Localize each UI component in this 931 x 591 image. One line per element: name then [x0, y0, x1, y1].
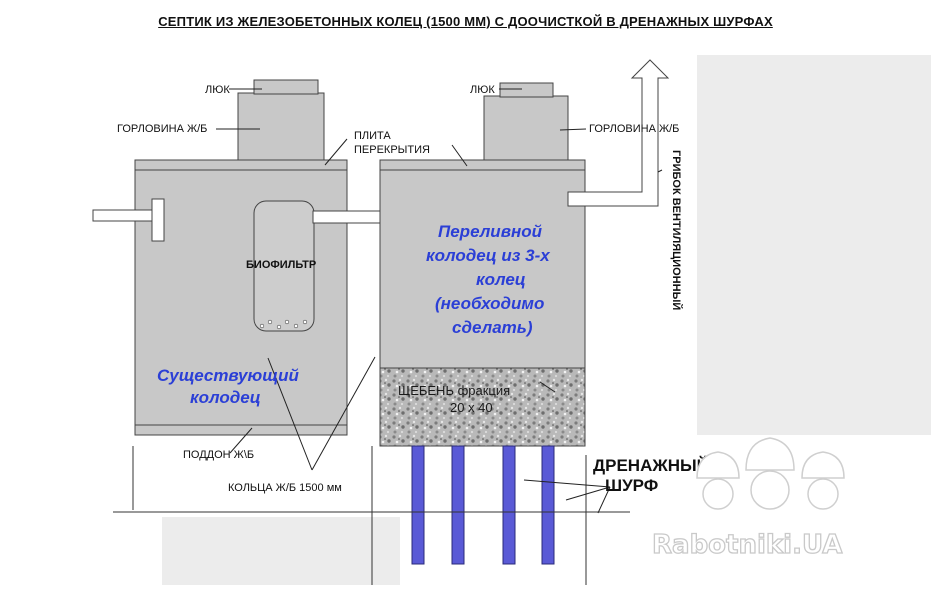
drain-shaft-3	[502, 445, 516, 565]
helmet-icon	[745, 437, 795, 510]
watermark-text: Rabotniki.UA	[652, 530, 842, 560]
hatch-right-label: ЛЮК	[470, 84, 495, 96]
overflow-well-note-line5: сделать)	[452, 318, 533, 337]
gravel-layer	[379, 367, 586, 447]
existing-well-neck	[237, 92, 325, 161]
gravel-label-line2: 20 х 40	[450, 400, 493, 415]
bottom-slab-label: ПОДДОН Ж\Б	[183, 449, 254, 461]
overflow-well	[379, 59, 670, 447]
biofilter-holes	[259, 319, 308, 330]
helmet-icon	[801, 451, 845, 510]
gravel-label-line1: ЩЕБЕНЬ фракция	[398, 383, 510, 398]
drain-shaft-2	[451, 445, 465, 565]
overflow-well-note-line4: (необходимо	[435, 294, 544, 313]
rings-label: КОЛЬЦА Ж/Б 1500 мм	[228, 482, 342, 494]
vent-pipe	[567, 59, 670, 207]
existing-well-note-line2: колодец	[190, 388, 261, 407]
inlet-pipe	[92, 209, 156, 222]
image-placeholder-bottom	[162, 517, 400, 585]
drain-shaft-4	[541, 445, 555, 565]
drain-shafts	[411, 445, 555, 565]
existing-well-note-line1: Существующий	[157, 366, 299, 385]
overflow-well-body	[379, 159, 586, 369]
overflow-well-note-line3: колец	[476, 270, 526, 289]
hatch-left-label: ЛЮК	[205, 84, 230, 96]
overflow-well-note-line2: колодец из 3-х	[426, 246, 551, 265]
neck-right-label: ГОРЛОВИНА Ж/Б	[589, 123, 679, 135]
overflow-well-note-line1: Переливной	[438, 222, 543, 241]
helmet-icon	[696, 451, 740, 510]
slab-label-line1: ПЛИТА	[354, 130, 391, 142]
existing-well-hatch	[253, 79, 319, 95]
biofilter	[253, 200, 315, 332]
slab-label-line2: ПЕРЕКРЫТИЯ	[354, 144, 430, 156]
image-placeholder-right	[697, 55, 931, 435]
inlet-tee	[151, 198, 165, 242]
diagram-title: СЕПТИК ИЗ ЖЕЛЕЗОБЕТОННЫХ КОЛЕЦ (1500 ММ)…	[158, 14, 773, 29]
biofilter-label: БИОФИЛЬТР	[246, 259, 316, 271]
existing-well	[92, 79, 348, 436]
drain-label-line2: ШУРФ	[605, 476, 658, 495]
neck-left-label: ГОРЛОВИНА Ж/Б	[117, 123, 207, 135]
overflow-well-neck	[483, 95, 569, 161]
overflow-well-hatch	[499, 82, 554, 98]
vent-label: ГРИБОК ВЕНТИЛЯЦИОННЫЙ	[670, 150, 683, 310]
drain-shaft-1	[411, 445, 425, 565]
watermark-logo	[696, 437, 845, 510]
drain-label-line1: ДРЕНАЖНЫЙ	[593, 456, 709, 475]
